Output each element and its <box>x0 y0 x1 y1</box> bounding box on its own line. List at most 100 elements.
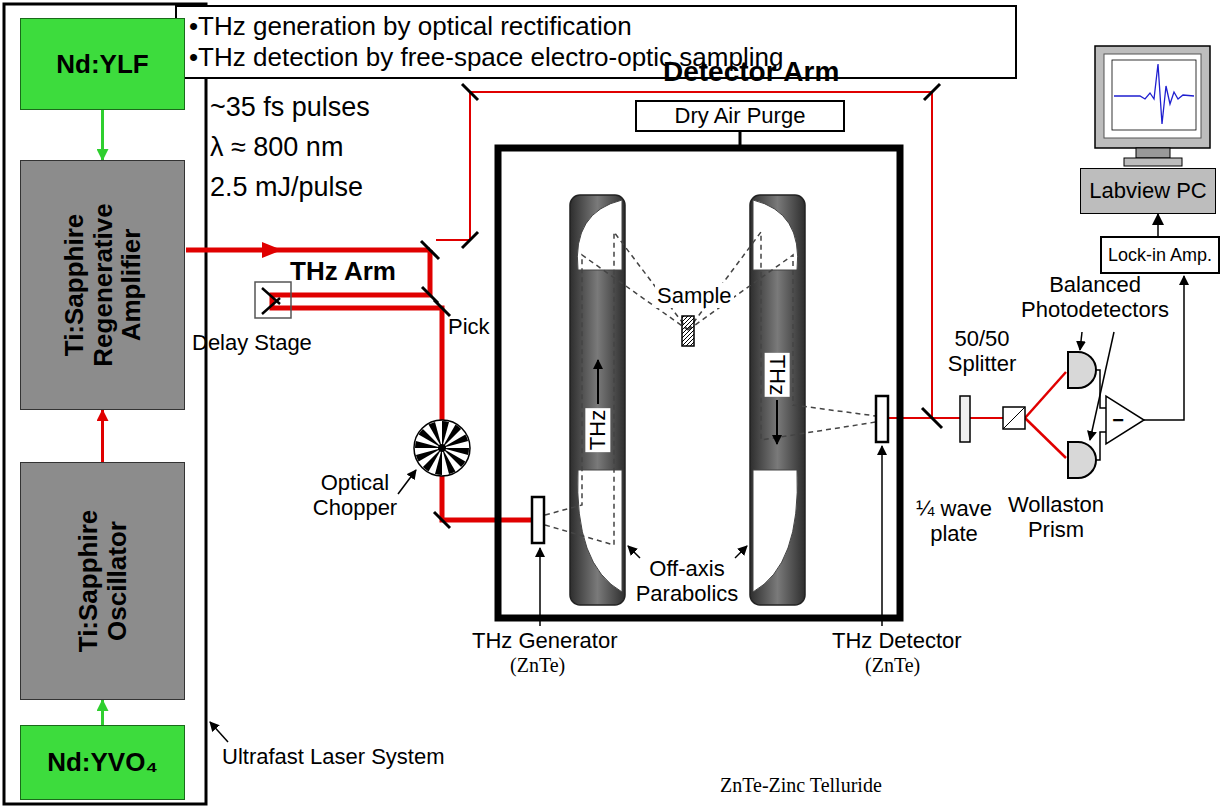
purge-line <box>739 132 742 148</box>
thz-ray <box>545 232 688 545</box>
arm-title: THz Arm <box>290 257 396 287</box>
box-text: Dry Air Purge <box>675 103 806 129</box>
part-label: THz <box>764 353 789 397</box>
oscillator-box: Ti:Sapphire Oscillator <box>20 462 185 700</box>
detector-wires <box>1096 370 1106 460</box>
leader-arrow <box>539 548 541 626</box>
part-label: Ultrafast Laser System <box>222 744 445 769</box>
computer-box: Labview PC <box>1080 168 1216 214</box>
plot-frame <box>1112 60 1196 130</box>
box-text: Ti:Sapphire Oscillator <box>74 470 131 692</box>
part-label: ~35 fs pulses <box>210 92 370 123</box>
pump-laser-box: Nd:YVO₄ <box>20 725 185 800</box>
splitter <box>922 408 942 428</box>
part-label: Balanced Photodetectors <box>1012 272 1178 323</box>
probe-beam-split <box>1025 418 1066 458</box>
leader-arrow <box>1090 332 1114 440</box>
mirror <box>462 84 478 100</box>
optical-chopper <box>414 420 470 476</box>
part-label: 50/50 Splitter <box>941 326 1023 377</box>
leader-arrow <box>881 446 883 626</box>
retro-mirror <box>262 298 280 314</box>
chopper-blade <box>442 435 468 449</box>
delay-stage <box>255 282 291 318</box>
part-label: Optical Chopper <box>300 470 410 521</box>
differential-amplifier <box>1106 396 1144 444</box>
part-label: Wollaston Prism <box>1000 492 1112 543</box>
connector-arrow <box>101 110 104 160</box>
leader-arrow <box>735 546 747 558</box>
mirror <box>462 232 478 248</box>
laser-system-frame <box>4 4 206 804</box>
connector-arrow <box>101 700 104 725</box>
thz-direction-arrow <box>597 360 599 404</box>
chopper-blade <box>416 448 442 462</box>
part-label: 2.5 mJ/pulse <box>210 172 363 203</box>
thz-arm-beam <box>272 250 532 520</box>
box-text: Nd:YLF <box>56 49 148 80</box>
box-text: Lock-in Amp. <box>1108 245 1212 266</box>
connector-arrow <box>101 410 104 462</box>
thz-ray <box>688 232 876 440</box>
leader-arrow <box>1080 332 1082 350</box>
quarter-wave-plate <box>960 396 970 442</box>
minus-sign: − <box>1112 409 1124 432</box>
thz-waveform <box>1114 64 1194 124</box>
monitor-base <box>1124 158 1182 166</box>
purge-enclosure <box>498 148 900 618</box>
part-label: (ZnTe) <box>510 654 565 677</box>
chopper-blades <box>415 421 469 475</box>
box-text: Nd:YVO₄ <box>47 747 158 778</box>
part-label: THz Generator <box>472 628 618 653</box>
photodetector <box>1068 352 1096 388</box>
part-label: Delay Stage <box>192 330 312 355</box>
box-text: Ti:Sapphire Regenerative Amplifier <box>60 168 146 402</box>
leader-lines <box>210 332 1114 742</box>
arm-title: Detector Arm <box>663 56 839 88</box>
detector-arm-beam <box>436 92 932 418</box>
amplifier-box: Ti:Sapphire Regenerative Amplifier <box>20 160 185 410</box>
part-label: THz <box>585 408 610 452</box>
box-text: Labview PC <box>1089 178 1206 204</box>
prism-face <box>1003 407 1025 429</box>
part-label: ¼ wave plate <box>912 496 996 547</box>
purge-box: Dry Air Purge <box>635 100 845 132</box>
photodetector <box>1068 442 1096 478</box>
thz-beam-path <box>545 232 876 545</box>
sample <box>682 316 694 346</box>
connector-arrow <box>1157 214 1159 236</box>
mirror <box>924 84 940 100</box>
parabolic-mirror <box>570 195 625 605</box>
leader-arrow <box>210 722 228 742</box>
znte-detector <box>876 396 888 442</box>
monitor <box>1095 46 1210 148</box>
leader-arrow <box>398 470 416 494</box>
wollaston-prism <box>1003 407 1025 429</box>
pick-mirror <box>421 241 439 259</box>
part-label: Sample <box>655 283 734 308</box>
monitor-stand <box>1136 148 1170 158</box>
beam-arrowhead <box>262 242 282 258</box>
leader-arrow <box>628 546 640 558</box>
part-label: (ZnTe) <box>865 654 920 677</box>
probe-beam <box>888 417 1003 419</box>
znte-generator <box>532 497 544 543</box>
monitor-screen <box>1104 54 1201 138</box>
box-text: •THz generation by optical rectification <box>177 11 632 42</box>
part-label: ZnTe-Zinc Telluride <box>720 774 882 797</box>
part-label: THz Detector <box>832 628 962 653</box>
pump-laser-box: Nd:YLF <box>20 18 185 110</box>
parabolic-mirror <box>750 195 805 605</box>
title-box: •THz generation by optical rectification… <box>175 5 1017 79</box>
chopper-blade <box>442 448 456 474</box>
mirror <box>434 300 450 316</box>
thz-direction-arrow <box>776 400 778 444</box>
part-label: Off-axis Parabolics <box>628 556 746 607</box>
lock-in-box: Lock-in Amp. <box>1100 236 1220 274</box>
probe-beam-split <box>1025 372 1066 418</box>
thz-ray <box>688 255 876 416</box>
chopper-blade <box>429 422 443 448</box>
pump-beam <box>186 248 430 253</box>
part-label: Pick <box>448 314 490 339</box>
